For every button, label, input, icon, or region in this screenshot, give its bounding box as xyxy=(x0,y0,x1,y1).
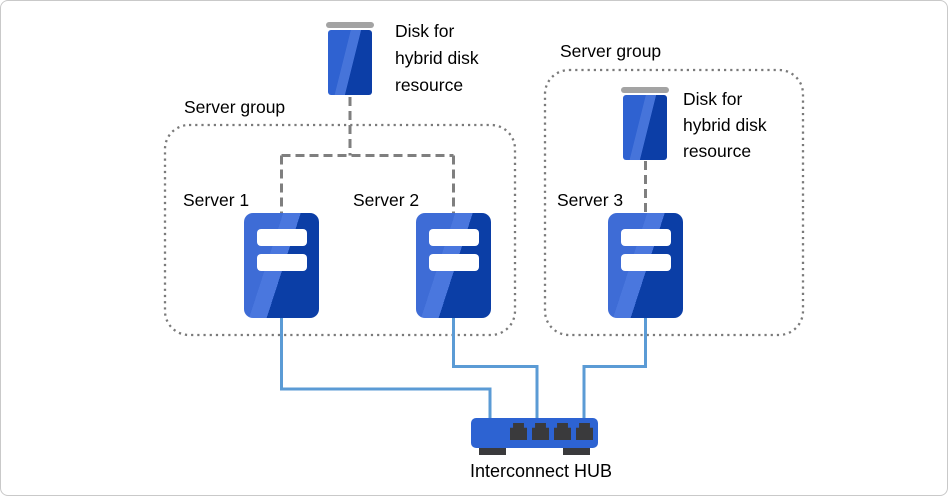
disk-cap xyxy=(326,22,374,28)
disk-body xyxy=(623,95,667,160)
server-2-icon xyxy=(416,213,491,318)
disk-top-label: Disk for hybrid disk resource xyxy=(395,18,479,99)
server-slot xyxy=(257,229,307,246)
server1-to-hub-wire xyxy=(280,318,492,418)
hub-port-icon xyxy=(510,423,527,440)
server-slot xyxy=(429,254,479,271)
disk-right-label-line2: hybrid disk xyxy=(683,115,767,135)
server2-to-hub-wire xyxy=(452,318,539,418)
disk-top-label-line1: Disk for xyxy=(395,21,455,41)
disk-right-label-line3: resource xyxy=(683,141,752,161)
interconnect-hub-label: Interconnect HUB xyxy=(469,461,613,481)
server-slot xyxy=(257,254,307,271)
server2-label: Server 2 xyxy=(353,190,420,210)
disk-cap xyxy=(621,87,669,93)
server-group-right-label: Server group xyxy=(560,41,662,61)
hub-port-icon xyxy=(554,423,571,440)
server3-to-hub-wire xyxy=(582,318,647,418)
server-3-icon xyxy=(608,213,683,318)
hub-port-icon xyxy=(576,423,593,440)
server-slot xyxy=(429,229,479,246)
interconnect-hub-icon xyxy=(471,418,598,455)
hub-foot xyxy=(563,448,590,455)
disk-top-label-line3: resource xyxy=(395,75,464,95)
server-1-icon xyxy=(244,213,319,318)
hub-foot xyxy=(479,448,506,455)
disk-right-label: Disk for hybrid disk resource xyxy=(683,86,767,164)
server-group-left-label: Server group xyxy=(184,97,286,117)
server-slot xyxy=(621,254,671,271)
server-slot xyxy=(621,229,671,246)
disk-top-label-line2: hybrid disk xyxy=(395,48,479,68)
server-group-left-border xyxy=(163,123,517,337)
hybrid-disk-icon-top xyxy=(326,22,374,95)
disk-body xyxy=(328,30,372,95)
hub-port-icon xyxy=(532,423,549,440)
hybrid-disk-icon-right xyxy=(621,87,669,160)
server1-label: Server 1 xyxy=(183,190,250,210)
disk-right-label-line1: Disk for xyxy=(683,89,743,109)
server3-label: Server 3 xyxy=(557,190,624,210)
